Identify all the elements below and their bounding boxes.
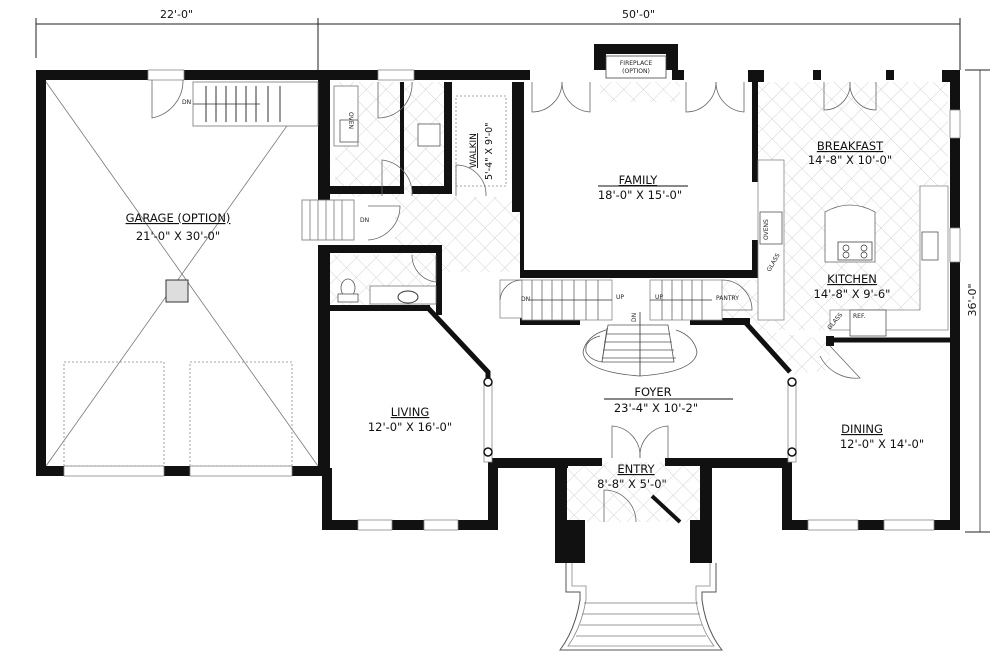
room-breakfast-name: BREAKFAST <box>817 139 884 153</box>
pantry-label: PANTRY <box>716 295 739 302</box>
room-living-name: LIVING <box>391 405 430 419</box>
room-breakfast-size: 14'-8" X 10'-0" <box>808 153 892 167</box>
room-walkin-name: WALKIN <box>469 133 479 168</box>
dimension-width-house: 50'-0" <box>622 8 655 21</box>
room-foyer-size: 23'-4" X 10'-2" <box>614 401 698 415</box>
room-entry-size: 8'-8" X 5'-0" <box>597 477 667 491</box>
ovens-label: OVENS <box>763 219 770 240</box>
front-rooms: LIVING 12'-0" X 16'-0" FOYER 23'-4" X 10… <box>368 385 924 524</box>
utility-rooms: OVEN WALKIN 5'-4" X 9'-0" DN <box>301 69 507 305</box>
room-living-size: 12'-0" X 16'-0" <box>368 420 452 434</box>
stairs-dn-label: DN <box>521 296 530 303</box>
front-porch <box>559 563 724 651</box>
family-room: FAMILY 18'-0" X 15'-0" <box>531 81 745 202</box>
stairs-up-right-label: UP <box>655 294 663 301</box>
exterior-walls: FIREPLACE (OPTION) <box>36 44 961 563</box>
room-dining-size: 12'-0" X 14'-0" <box>840 437 924 451</box>
back-stairs-dn-label: DN <box>360 217 369 224</box>
room-garage-name: GARAGE (OPTION) <box>126 211 231 225</box>
fireplace-option-label: (OPTION) <box>622 68 650 75</box>
dimension-width-garage: 22'-0" <box>160 8 193 21</box>
oven-label: OVEN <box>347 112 354 129</box>
stairs-up-left-label: UP <box>616 294 624 301</box>
room-family-size: 18'-0" X 15'-0" <box>598 188 682 202</box>
garage-stairs-dn-label: DN <box>182 99 191 106</box>
room-entry-name: ENTRY <box>617 462 655 476</box>
center-stairs-dn-label: DN <box>631 313 638 322</box>
refrigerator-label: REF. <box>853 313 865 320</box>
room-kitchen-name: KITCHEN <box>827 272 877 286</box>
room-foyer-name: FOYER <box>634 385 671 399</box>
garage: DN GARAGE (OPTION) 21'-0" X 30'-0" <box>45 69 319 467</box>
room-kitchen-size: 14'-8" X 9'-6" <box>814 287 891 301</box>
dimension-depth-house: 36'-0" <box>966 283 979 316</box>
interior-walls <box>330 82 950 463</box>
room-family-name: FAMILY <box>619 173 659 187</box>
dimension-lines: 22'-0" 50'-0" 36'-0" <box>35 8 990 533</box>
room-garage-size: 21'-0" X 30'-0" <box>136 229 220 243</box>
kitchen-breakfast: OVENS GLASS REF. GLASS BREAKFAST 14'-8" … <box>757 81 949 379</box>
main-staircase: DN UP UP PANTRY DN <box>499 279 753 377</box>
room-dining-name: DINING <box>841 422 883 436</box>
room-walkin-size: 5'-4" X 9'-0" <box>484 122 495 180</box>
fireplace-label: FIREPLACE <box>620 60 652 67</box>
